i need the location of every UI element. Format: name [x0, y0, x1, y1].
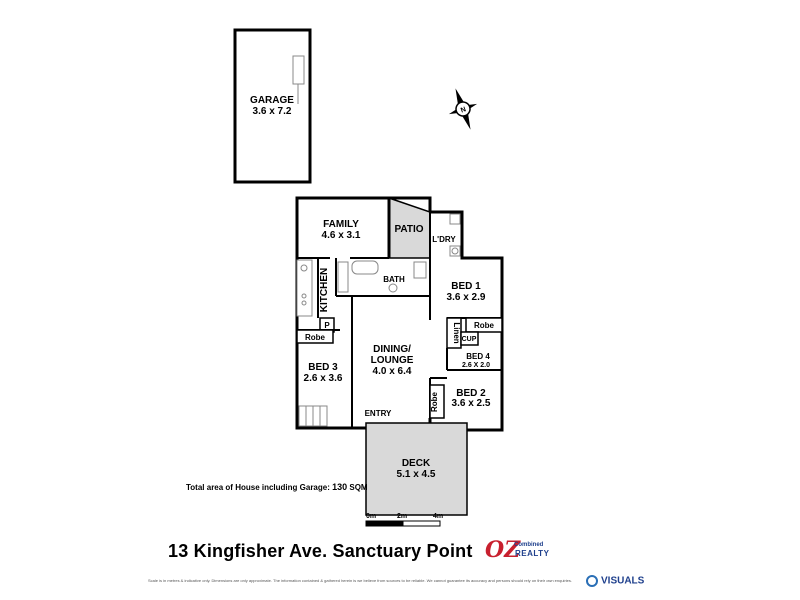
property-address: 13 Kingfisher Ave. Sanctuary Point: [168, 541, 473, 561]
deck-dim: 5.1 x 4.5: [397, 469, 436, 480]
bed-2-dim: 3.6 x 2.5: [452, 398, 491, 409]
pantry-label: P: [324, 321, 330, 330]
visuals-logo-icon: [586, 575, 598, 587]
linen-label: Linen: [452, 322, 461, 343]
robes-linen: Robe Linen CUP: [446, 317, 503, 349]
entry-label: ENTRY: [365, 409, 392, 418]
garage-label: GARAGE: [250, 95, 294, 106]
patio: PATIO: [387, 196, 431, 259]
bed-1-label: BED 1: [451, 281, 481, 292]
robe-3-label: Robe: [305, 333, 326, 342]
bed-4-label: BED 4: [466, 352, 490, 361]
bed-4-dim: 2.6 X 2.0: [462, 362, 490, 369]
bed-2: Robe BED 2 3.6 x 2.5: [429, 377, 491, 428]
deck-label: DECK: [402, 458, 431, 469]
family-label: FAMILY: [323, 219, 359, 230]
bed-2-label: BED 2: [456, 388, 486, 399]
bed-4: BED 4 2.6 X 2.0: [446, 348, 502, 371]
total-area-unit: SQM: [349, 483, 368, 492]
kitchen: KITCHEN P: [296, 258, 335, 333]
logo-mark: OZ: [485, 537, 521, 563]
robe-2-label: Robe: [430, 391, 439, 412]
bed-3: Robe BED 3 2.6 x 3.6: [296, 329, 343, 427]
scale-bar: 0m 2m 4m: [365, 513, 443, 527]
dining-label: DINING/: [373, 344, 411, 355]
disclaimer: Scale is in metres & indicative only. Di…: [148, 578, 573, 583]
visuals-credit: VISUALS: [586, 575, 644, 587]
scale-tick-4: 4m: [433, 513, 443, 520]
scale-tick-0: 0m: [366, 513, 376, 520]
bed-1: BED 1 3.6 x 2.9: [429, 258, 502, 320]
garage-dim: 3.6 x 7.2: [253, 106, 292, 117]
kitchen-label: KITCHEN: [319, 268, 330, 312]
total-area-value: 130: [332, 482, 348, 492]
laundry: L'DRY: [429, 212, 461, 258]
total-area-label: Total area of House including Garage:: [186, 483, 330, 492]
robe-1-label: Robe: [474, 321, 495, 330]
logo-combined: Combined: [514, 542, 544, 548]
lounge-label: LOUNGE: [371, 355, 414, 366]
dining-dim: 4.0 x 6.4: [373, 366, 412, 377]
visuals-label: VISUALS: [601, 575, 645, 587]
cup-label: CUP: [462, 336, 477, 343]
north-arrow-icon: N: [448, 88, 478, 130]
oz-combined-realty-logo: OZ Combined REALTY: [485, 537, 565, 567]
logo-realty: REALTY: [515, 549, 550, 558]
bed-1-dim: 3.6 x 2.9: [447, 292, 486, 303]
total-area: Total area of House including Garage: 13…: [186, 482, 368, 492]
laundry-label: L'DRY: [432, 235, 456, 244]
garage: GARAGE 3.6 x 7.2: [233, 28, 312, 184]
family: FAMILY 4.6 x 3.1: [297, 219, 389, 259]
compass-label: N: [460, 106, 467, 114]
patio-label: PATIO: [394, 224, 423, 235]
bath: BATH: [335, 258, 430, 297]
bath-label: BATH: [383, 275, 405, 284]
dining-lounge: DINING/ LOUNGE 4.0 x 6.4 ENTRY: [351, 296, 414, 428]
scale-tick-2: 2m: [397, 513, 407, 520]
bed-3-dim: 2.6 x 3.6: [304, 373, 343, 384]
deck: DECK 5.1 x 4.5: [365, 422, 468, 516]
bed-3-label: BED 3: [308, 362, 338, 373]
family-dim: 4.6 x 3.1: [322, 230, 361, 241]
